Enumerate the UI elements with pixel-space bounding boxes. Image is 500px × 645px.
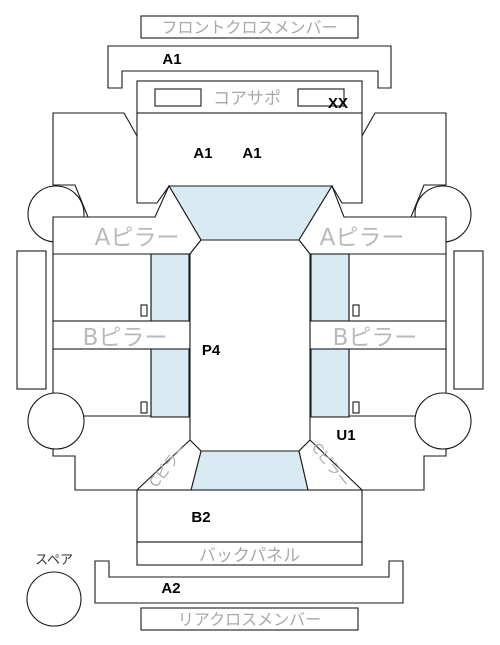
a-pillar-left-label: Aピラー <box>95 225 180 251</box>
core-support-code: XX <box>328 95 348 112</box>
core-support-right-slot <box>297 88 345 107</box>
core-support-left-slot <box>154 88 202 107</box>
trunk-lid[interactable]: B2 <box>136 489 363 543</box>
rear-window[interactable] <box>190 450 309 491</box>
front-bumper-bracket[interactable]: A1 <box>107 45 392 89</box>
b-pillar-left[interactable]: Bピラー <box>52 320 191 351</box>
front-cross-member-label: フロントクロスメンバー <box>161 18 337 37</box>
back-panel-label: バックパネル <box>199 546 300 566</box>
rear-cross-member[interactable]: リアクロスメンバー <box>140 607 359 631</box>
roof-panel[interactable]: P4 <box>189 239 311 452</box>
front-member-code: A1 <box>162 51 181 68</box>
right-side-step[interactable] <box>453 250 484 390</box>
left-front-door-handle <box>140 304 148 317</box>
back-panel[interactable]: バックパネル <box>136 541 363 566</box>
a-pillar-right[interactable]: Aピラー <box>298 184 447 255</box>
hood-code-right: A1 <box>242 145 261 162</box>
left-rear-door-handle <box>140 401 148 414</box>
spare-tire[interactable]: スペア <box>26 553 82 627</box>
right-rear-code: U1 <box>336 427 355 444</box>
right-front-door-handle <box>352 304 360 317</box>
front-cross-member[interactable]: フロントクロスメンバー <box>140 15 359 39</box>
right-rear-wheel[interactable] <box>414 392 472 450</box>
c-pillar-left[interactable]: Cピラー <box>135 439 202 491</box>
left-side-step[interactable] <box>16 250 47 390</box>
b-pillar-right-label: Bピラー <box>333 325 418 351</box>
left-rear-wheel[interactable] <box>27 392 85 450</box>
core-support-panel[interactable]: コアサポ XX <box>136 80 363 114</box>
rear-member-code: A2 <box>161 580 180 597</box>
trunk-code: B2 <box>191 509 210 526</box>
rear-bumper-bracket[interactable]: A2 <box>94 560 404 604</box>
c-pillar-right[interactable]: Cピラー <box>298 439 364 491</box>
a-pillar-right-label: Aピラー <box>320 225 405 251</box>
right-rear-door-handle <box>352 401 360 414</box>
cabin-code: P4 <box>202 342 221 359</box>
hood-code-left: A1 <box>193 145 212 162</box>
a-pillar-left[interactable]: Aピラー <box>52 184 202 255</box>
b-pillar-right[interactable]: Bピラー <box>309 320 447 351</box>
b-pillar-left-label: Bピラー <box>83 325 168 351</box>
core-support-label: コアサポ <box>213 89 281 109</box>
rear-cross-member-label: リアクロスメンバー <box>178 610 321 629</box>
spare-label: スペア <box>35 553 73 568</box>
